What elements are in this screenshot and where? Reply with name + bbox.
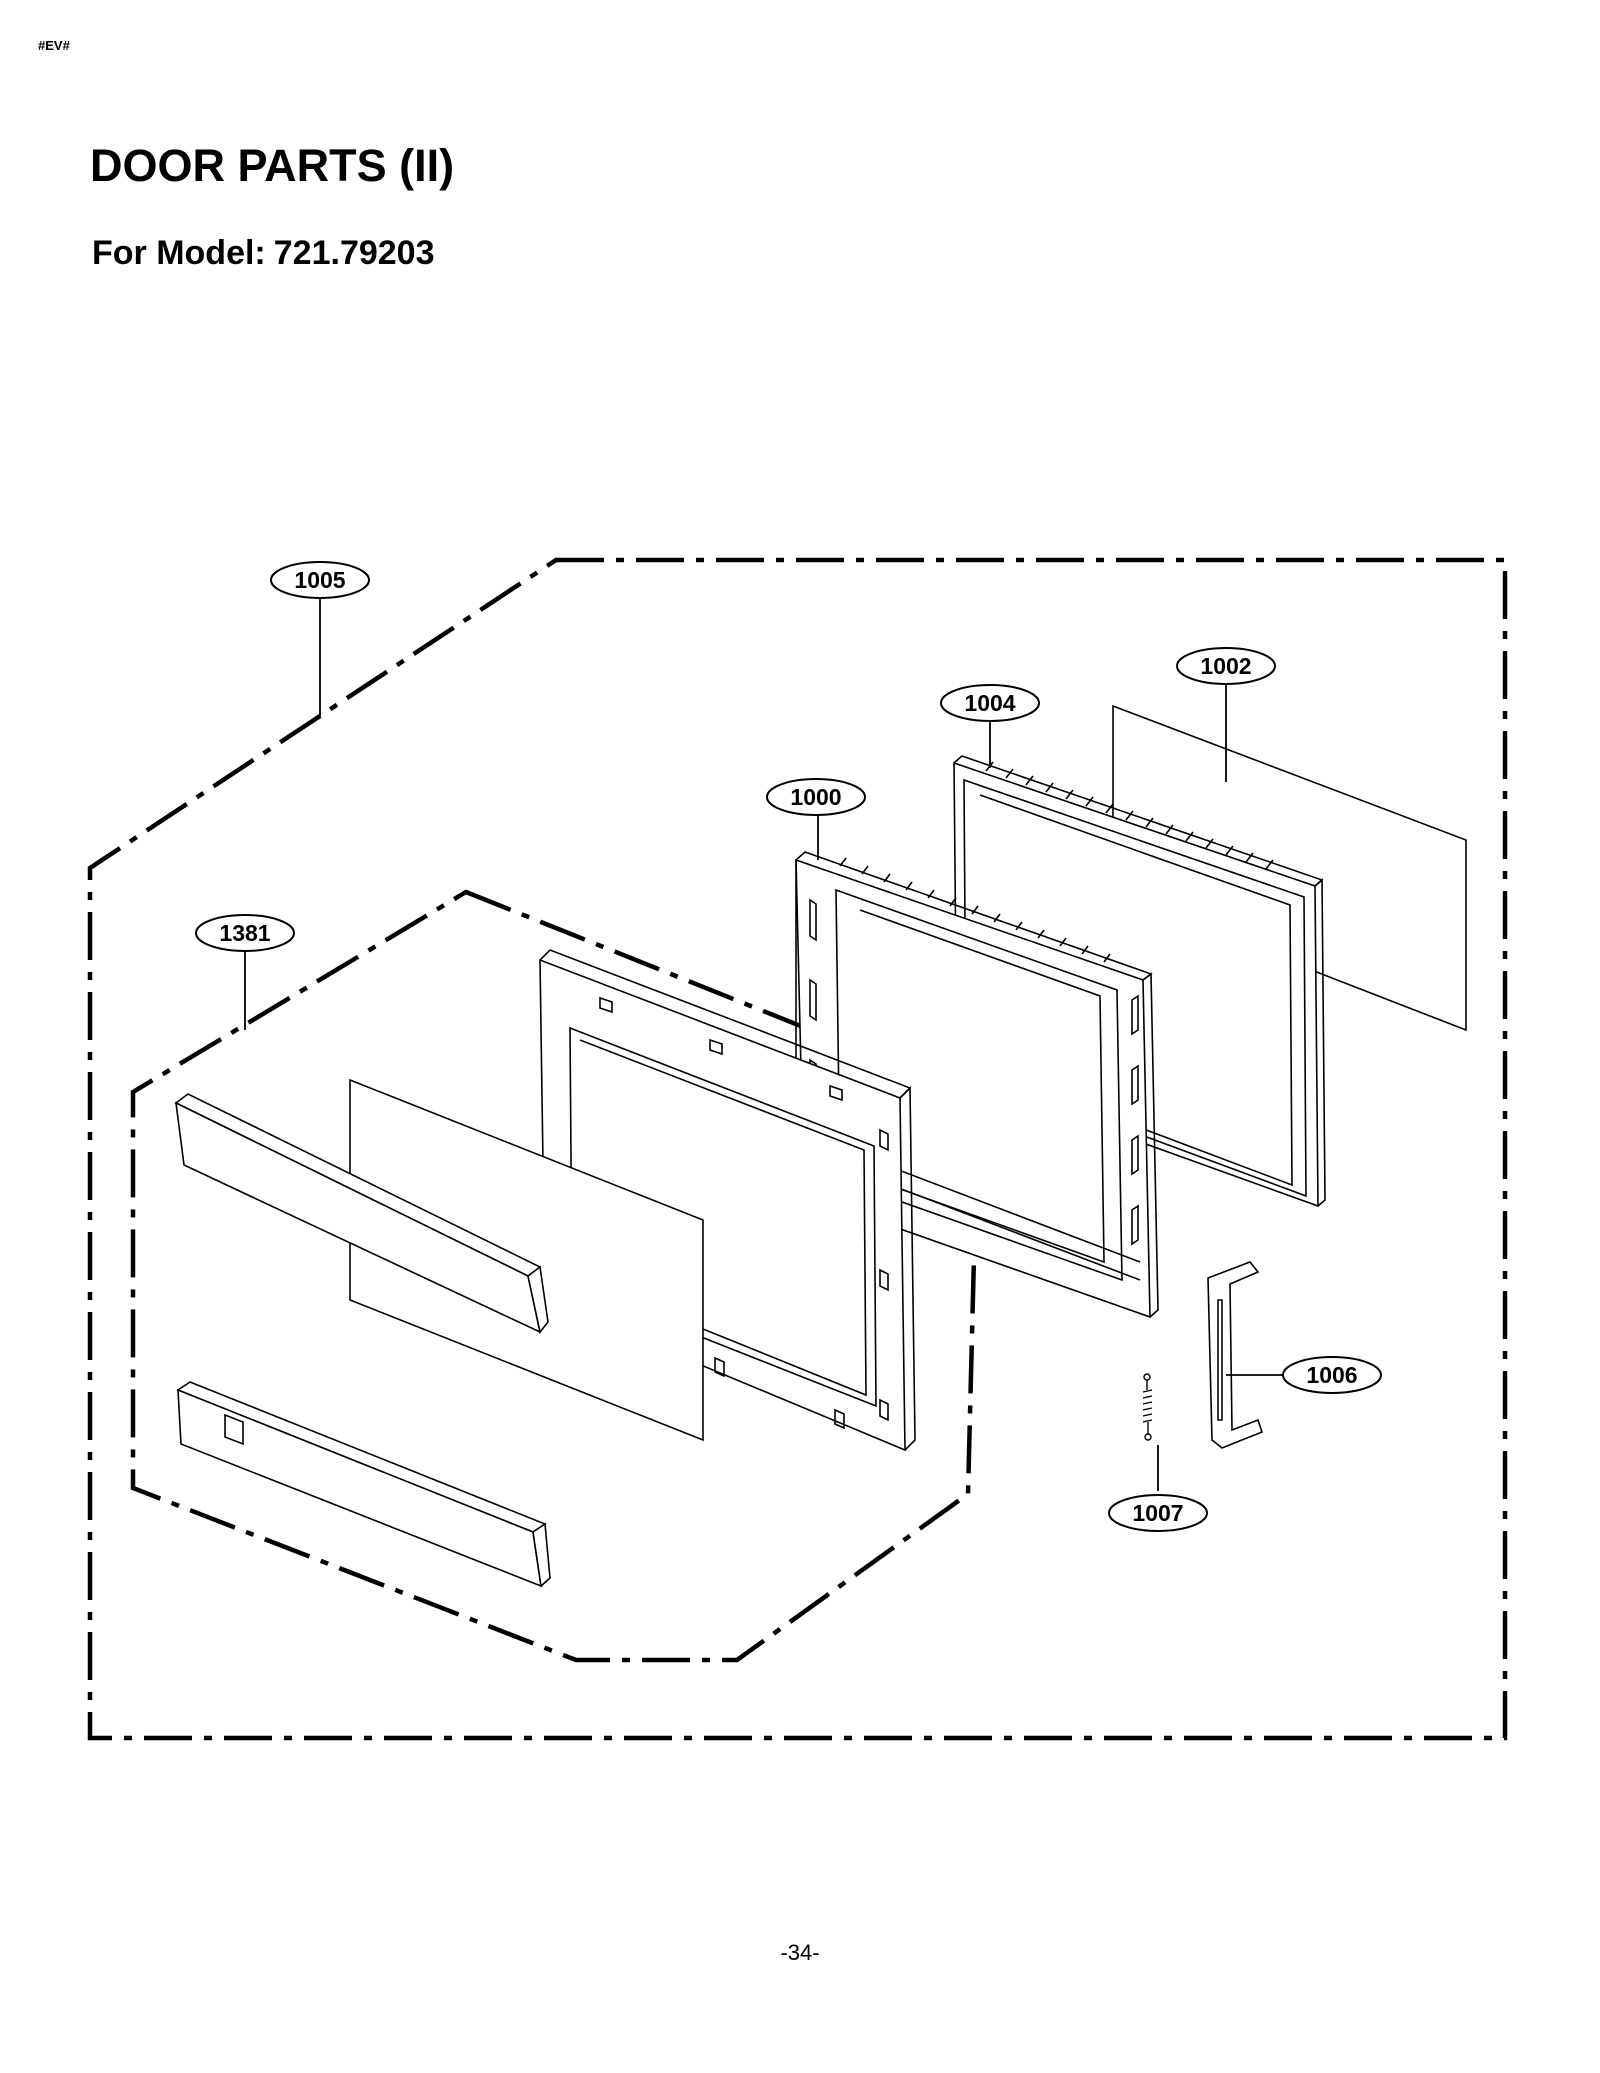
leader-lines <box>244 598 1283 1491</box>
callout-1004-label: 1004 <box>964 690 1015 716</box>
callout-1007: 1007 <box>1108 1494 1208 1532</box>
callout-1381-label: 1381 <box>219 920 270 946</box>
callout-1006: 1006 <box>1282 1356 1382 1394</box>
part-1007-spring <box>1142 1373 1153 1441</box>
callout-1381: 1381 <box>195 914 295 952</box>
assembly-1381-boundary <box>130 889 981 1663</box>
callout-1000-label: 1000 <box>790 784 841 810</box>
callout-1000: 1000 <box>766 778 866 816</box>
callout-1007-label: 1007 <box>1132 1500 1183 1526</box>
assembly-1005-boundary <box>87 557 1508 1741</box>
callout-1005: 1005 <box>270 561 370 599</box>
callout-1004: 1004 <box>940 684 1040 722</box>
part-1006-latch <box>1207 1261 1263 1449</box>
page-title: DOOR PARTS (II) <box>90 140 455 191</box>
upper-trim-bar <box>174 1093 549 1334</box>
lower-trim-bar <box>176 1381 551 1588</box>
callout-1006-label: 1006 <box>1306 1362 1357 1388</box>
model-number: 721.79203 <box>273 234 435 272</box>
page-number: -34- <box>780 1940 820 1965</box>
model-line: For Model:721.79203 <box>92 234 435 273</box>
callout-1002-label: 1002 <box>1200 653 1251 679</box>
model-label: For Model: <box>92 234 266 272</box>
callout-1005-label: 1005 <box>294 567 345 593</box>
document-code: #EV# <box>38 38 70 53</box>
callout-1002: 1002 <box>1176 647 1276 685</box>
